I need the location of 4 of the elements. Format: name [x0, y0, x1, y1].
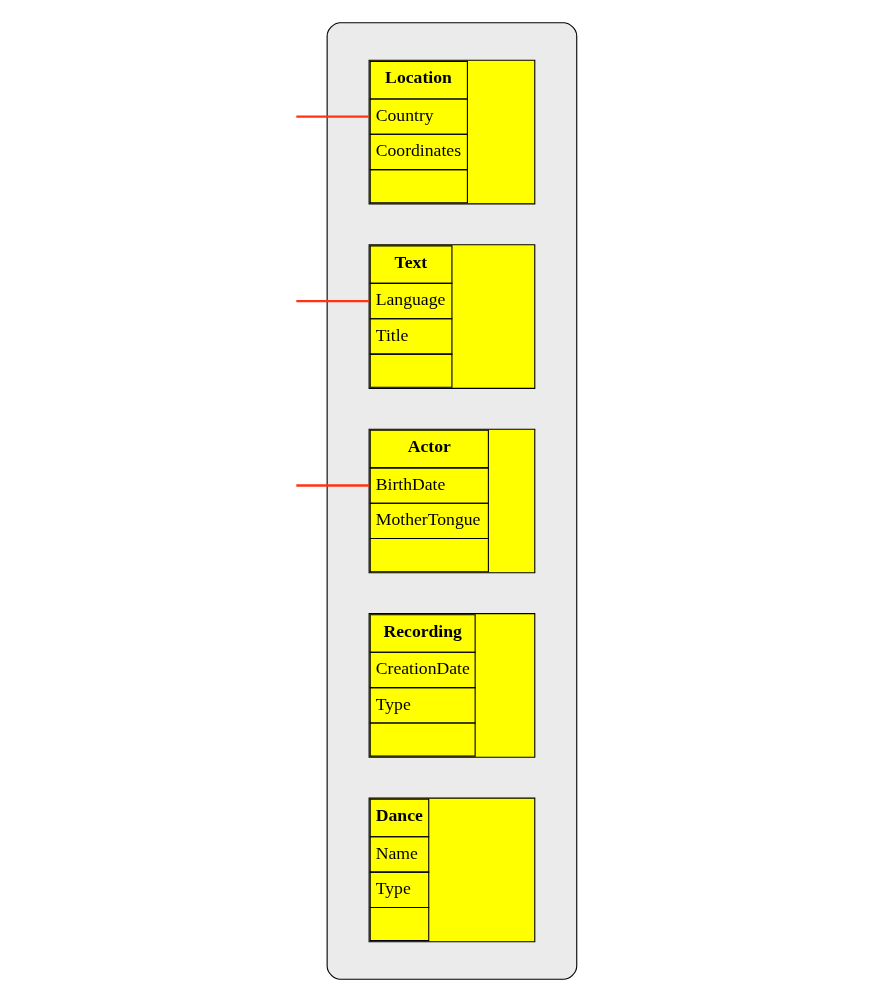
cluster — [326, 22, 578, 980]
connector — [296, 115, 370, 118]
connector — [296, 484, 370, 487]
connector — [296, 299, 370, 303]
